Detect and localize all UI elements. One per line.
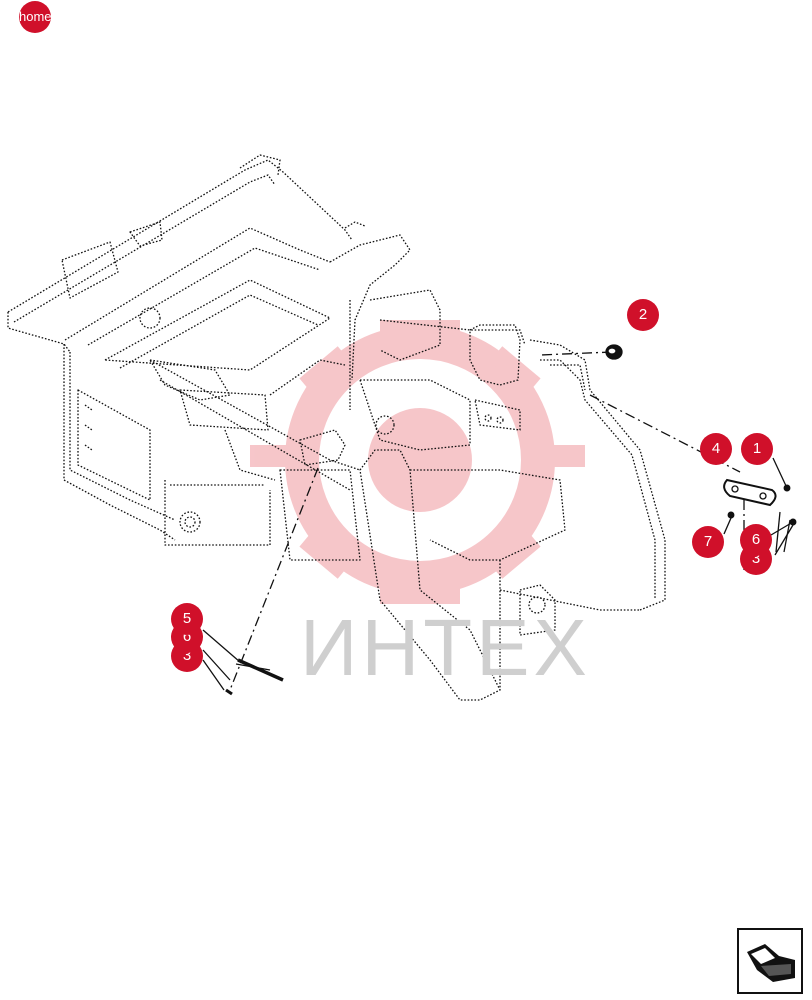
watermark-logo (250, 320, 585, 604)
arrow-back-icon (747, 944, 795, 982)
callout-7[interactable]: 7 (692, 526, 724, 558)
bolt-part-3-left (225, 688, 233, 696)
home-button[interactable]: home (19, 1, 51, 33)
callout-2[interactable]: 2 (627, 299, 659, 331)
callout-1[interactable]: 1 (741, 433, 773, 465)
back-nav-button[interactable] (737, 928, 803, 994)
bolt-part-7 (727, 511, 735, 519)
leader-line-part-2 (539, 351, 613, 356)
callout-4[interactable]: 4 (700, 433, 732, 465)
bushing-part-2 (605, 344, 623, 360)
callout-5[interactable]: 5 (171, 603, 203, 635)
frame-assembly (7, 154, 666, 701)
strap-part-5 (237, 658, 284, 682)
watermark-text: ИНТЕХ (300, 603, 591, 692)
callout-6-right[interactable]: 6 (740, 524, 772, 556)
plate-part-4 (723, 478, 777, 507)
exploded-parts (202, 344, 797, 696)
